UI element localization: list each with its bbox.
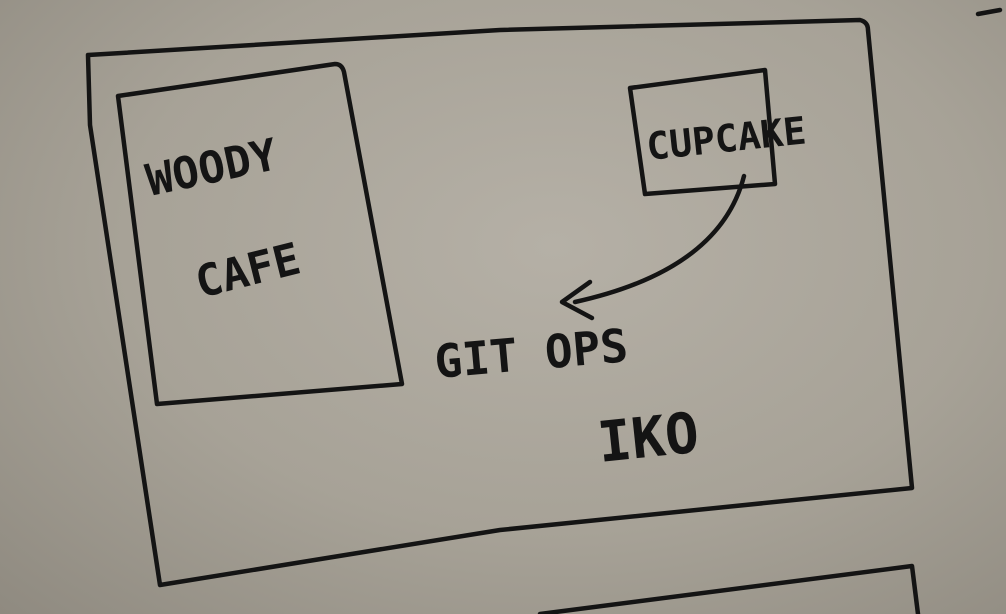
stray-mark	[975, 7, 1003, 17]
gitops-label: GIT OPS	[432, 318, 630, 389]
cafe-label: CAFE	[190, 234, 305, 309]
lower-frame	[537, 563, 921, 614]
iko-label: IKO	[595, 401, 702, 476]
cupcake-label: CUPCAKE	[644, 108, 808, 168]
flow-arrow	[572, 173, 747, 305]
cupcake-box	[627, 67, 778, 197]
outer-frame	[85, 17, 915, 588]
flow-arrowhead	[559, 279, 595, 321]
woody-cafe-box	[115, 61, 405, 407]
woody-label: WOODY	[142, 129, 283, 207]
